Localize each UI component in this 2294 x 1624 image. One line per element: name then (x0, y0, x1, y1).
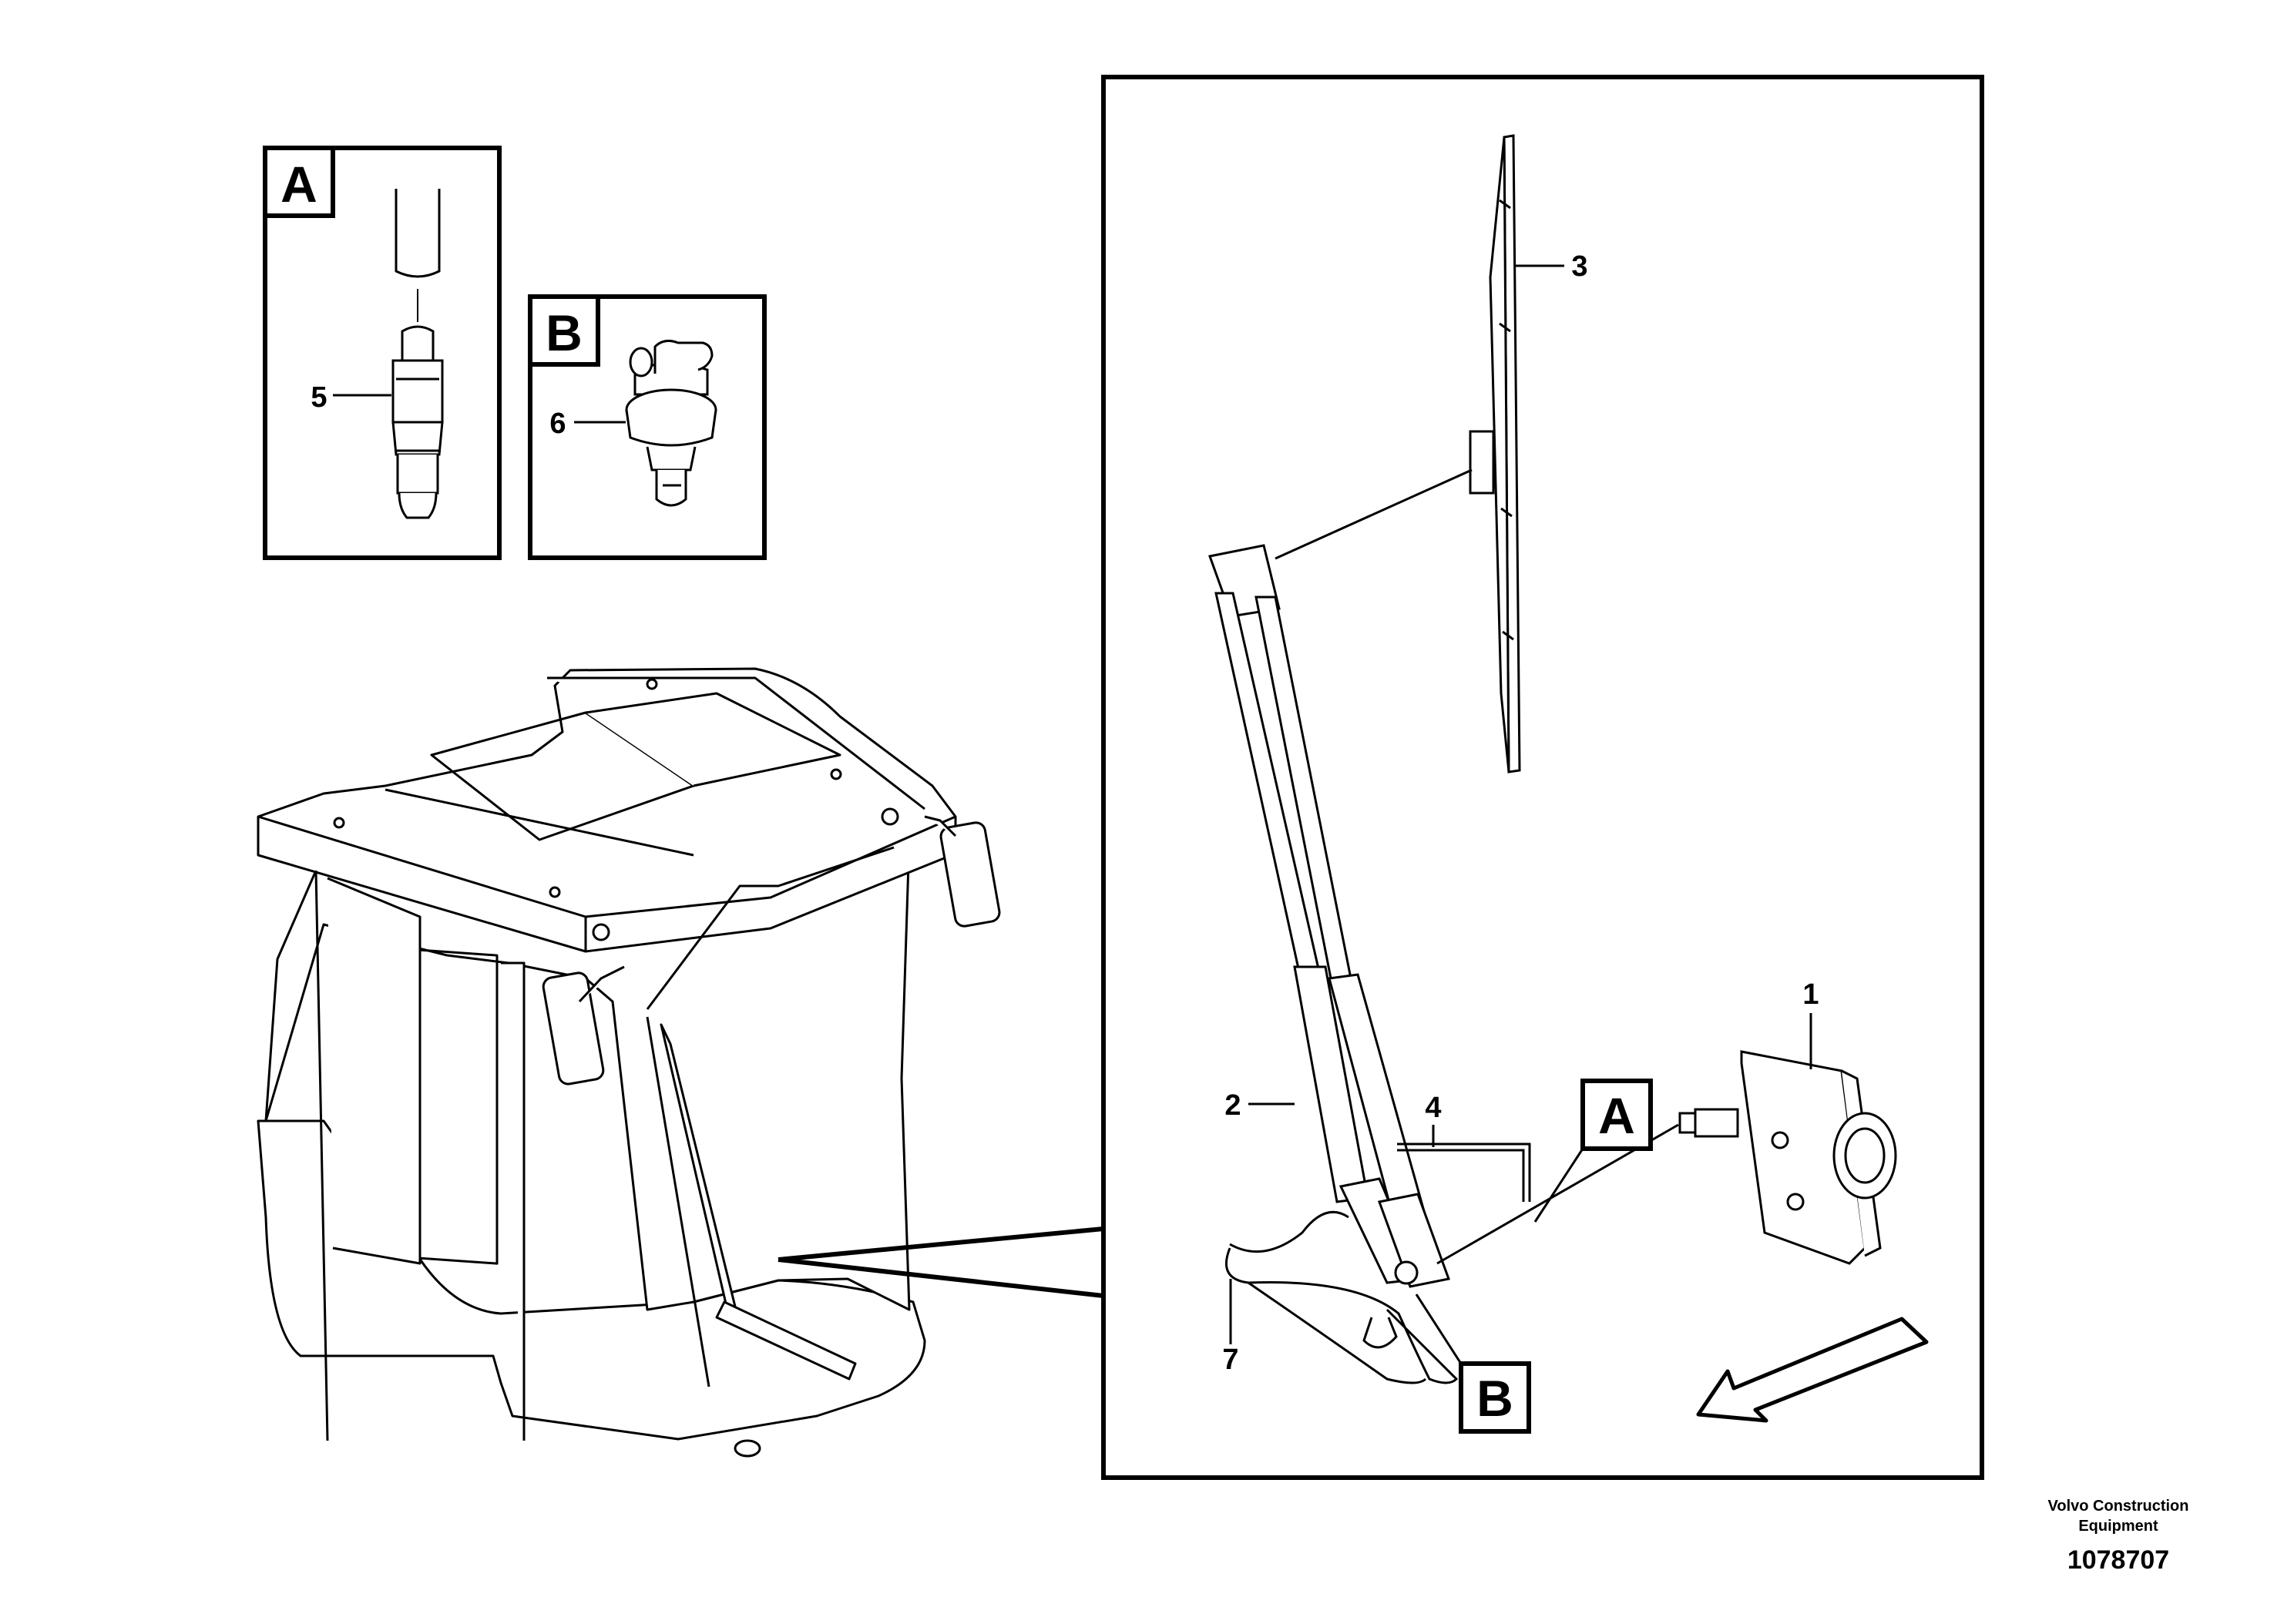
hose-drawing (395, 189, 441, 278)
detail-b-label: B (546, 304, 583, 361)
ref-box-a: A (1533, 1079, 1653, 1223)
document-number: 1078707 (2067, 1545, 2170, 1575)
part-label-5: 5 (311, 381, 327, 414)
zoom-leader (778, 1226, 1104, 1298)
part-label-2: 2 (1224, 1089, 1241, 1122)
leader-blade-arm (1275, 468, 1473, 560)
ref-b-label: B (1476, 1370, 1513, 1427)
ref-box-b: B (1415, 1293, 1531, 1434)
org-name-line2: Equipment (2078, 1518, 2158, 1535)
detail-a-label: A (280, 156, 317, 213)
part-label-1: 1 (1802, 978, 1819, 1011)
wiper-blade (1469, 134, 1521, 773)
ref-a-label: A (1598, 1087, 1635, 1144)
washer-hose (1225, 1210, 1459, 1384)
detail-a-panel: A 5 (263, 146, 502, 560)
washer-tube (1397, 1125, 1531, 1202)
detail-b-panel: B 6 (528, 294, 767, 560)
main-detail-frame (1101, 75, 1984, 1480)
part-label-3: 3 (1571, 250, 1587, 283)
wiper-motor (1678, 1050, 1897, 1265)
org-name-line1: Volvo Construction (2047, 1498, 2189, 1515)
part-label-6: 6 (549, 408, 566, 440)
document-footer: Volvo Construction Equipment 1078707 (1995, 1496, 2242, 1575)
cab-illustration (257, 667, 1001, 1458)
wiper-arm (1208, 544, 1451, 1288)
part-label-4: 4 (1425, 1092, 1441, 1124)
direction-arrow-icon (1696, 1317, 1929, 1423)
part-label-7: 7 (1222, 1344, 1238, 1376)
check-valve-drawing (625, 339, 717, 507)
connector-drawing (391, 325, 444, 519)
